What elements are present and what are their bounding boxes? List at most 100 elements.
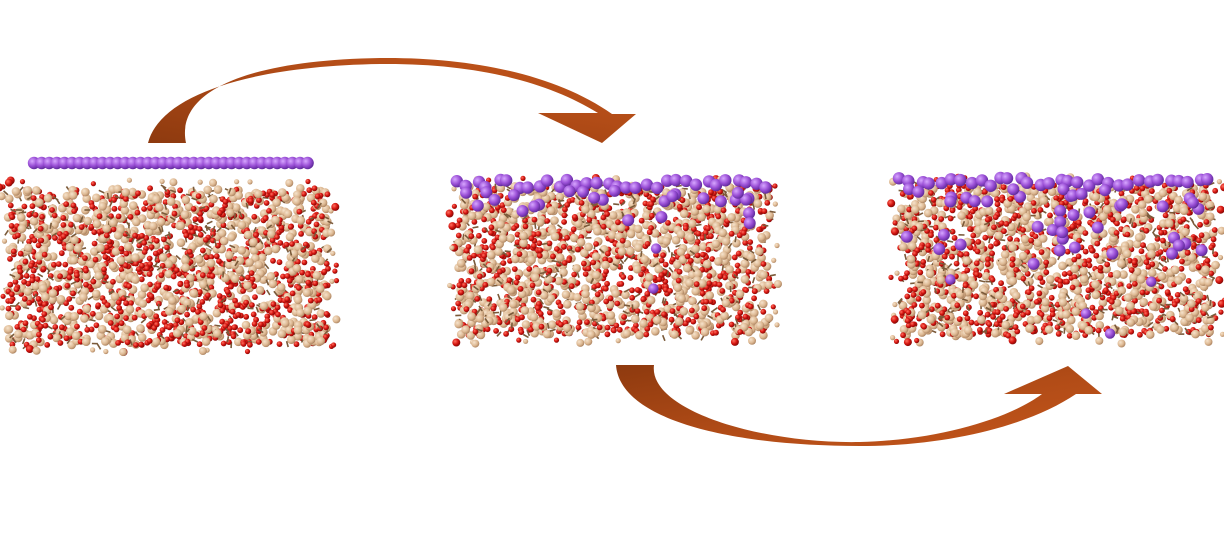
oxygen-atom <box>103 232 110 239</box>
silicon-atom <box>172 328 182 338</box>
oxygen-atom <box>95 302 102 309</box>
bond <box>567 286 573 293</box>
bond <box>1201 255 1208 259</box>
oxygen-atom <box>219 318 226 325</box>
oxygen-atom <box>582 271 589 277</box>
oxygen-atom <box>699 235 706 241</box>
oxygen-atom <box>5 305 12 312</box>
oxygen-atom <box>90 181 96 187</box>
oxygen-atom <box>266 208 272 214</box>
bond <box>152 264 160 268</box>
oxygen-atom <box>620 274 627 280</box>
silicon-atom <box>41 292 50 302</box>
oxygen-atom <box>141 240 148 246</box>
oxygen-atom <box>158 272 165 279</box>
silicon-atom <box>764 280 774 290</box>
oxygen-atom <box>208 254 215 260</box>
arrow-1-to-2-body <box>148 57 636 144</box>
oxygen-atom <box>571 271 578 278</box>
silicon-atom <box>601 260 610 270</box>
silicon-atom <box>576 238 586 247</box>
oxygen-atom <box>28 262 34 269</box>
bond <box>222 271 225 278</box>
bond <box>211 225 216 232</box>
oxygen-atom <box>312 280 319 287</box>
oxygen-atom <box>949 207 956 214</box>
silicon-atom <box>292 264 302 273</box>
bond <box>487 300 492 307</box>
silicon-atom <box>448 222 457 231</box>
bond <box>634 293 641 298</box>
oxygen-atom <box>508 326 515 333</box>
silicon-atom <box>631 193 640 203</box>
silicon-atom <box>332 268 338 274</box>
oxygen-atom <box>275 311 281 318</box>
bond <box>59 315 66 321</box>
silicon-atom <box>732 238 741 248</box>
silicon-atom <box>234 337 243 347</box>
oxygen-atom <box>111 205 118 212</box>
bond <box>762 224 769 227</box>
arrow-2-to-3-body <box>616 365 1102 446</box>
silicon-atom <box>748 336 756 345</box>
oxygen-atom <box>251 213 258 220</box>
silicon-atom <box>285 260 295 269</box>
oxygen-atom <box>184 282 191 289</box>
bond <box>25 267 30 274</box>
oxygen-atom <box>274 234 280 240</box>
dopant-atom <box>697 192 710 205</box>
oxygen-atom <box>319 213 325 220</box>
silicon-atom <box>254 260 263 270</box>
silicon-atom <box>311 254 320 263</box>
oxygen-atom <box>561 219 567 225</box>
silicon-atom <box>101 337 110 346</box>
bond <box>522 333 529 339</box>
bond <box>222 261 226 268</box>
silicon-atom <box>521 320 531 329</box>
oxygen-atom <box>255 339 262 345</box>
oxygen-atom <box>0 183 4 192</box>
silicon-atom <box>519 238 528 248</box>
oxygen-atom <box>463 247 470 254</box>
silicon-atom <box>227 187 236 197</box>
silicon-atom <box>702 204 711 214</box>
oxygen-atom <box>90 310 96 317</box>
oxygen-atom <box>600 223 607 230</box>
oxygen-atom <box>240 341 247 347</box>
oxygen-atom <box>766 275 773 282</box>
oxygen-atom <box>222 323 229 329</box>
oxygen-atom <box>22 258 29 265</box>
bond <box>503 213 509 219</box>
oxygen-atom <box>313 221 320 228</box>
silicon-atom <box>610 223 620 233</box>
bond <box>316 202 323 209</box>
silicon-atom <box>547 206 556 215</box>
silicon-atom <box>764 313 774 323</box>
oxygen-atom <box>63 201 70 208</box>
silicon-atom <box>757 233 766 242</box>
oxygen-atom <box>284 273 291 279</box>
silicon-atom <box>182 298 192 308</box>
oxygen-atom <box>196 289 203 296</box>
oxygen-atom <box>514 274 521 281</box>
silicon-atom <box>316 309 326 318</box>
bond <box>230 224 236 231</box>
oxygen-atom <box>153 237 160 244</box>
bond <box>557 260 564 266</box>
oxygen-atom <box>650 196 656 203</box>
oxygen-atom <box>247 341 253 348</box>
oxygen-atom <box>649 212 655 219</box>
oxygen-atom <box>528 235 535 242</box>
bond <box>199 206 206 210</box>
silicon-atom <box>650 229 660 238</box>
bond <box>497 293 501 300</box>
oxygen-atom <box>220 340 227 347</box>
silicon-atom <box>62 191 72 201</box>
oxygen-atom <box>270 301 277 308</box>
oxygen-atom <box>774 280 782 288</box>
oxygen-atom <box>967 213 973 220</box>
oxygen-atom <box>295 285 302 291</box>
oxygen-atom <box>1038 249 1045 256</box>
bond <box>576 271 580 278</box>
silicon-atom <box>83 216 92 226</box>
